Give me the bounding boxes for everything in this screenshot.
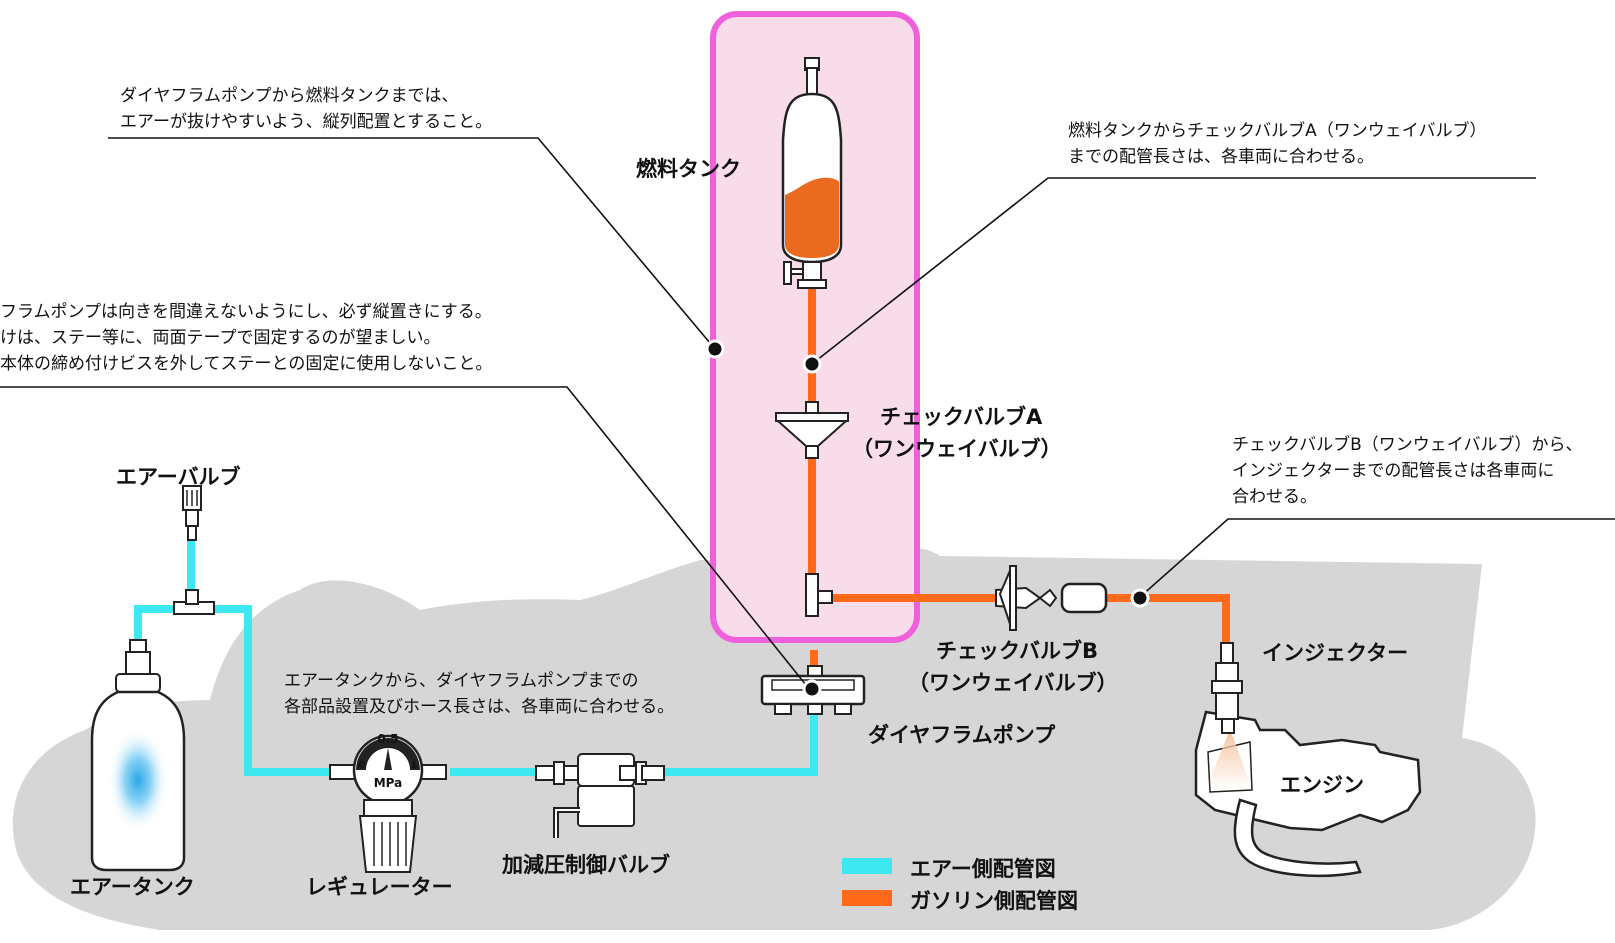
label-diaphragm-pump: ダイヤフラムポンプ	[868, 723, 1056, 747]
leader-lines	[0, 137, 1615, 691]
regulator-icon	[329, 734, 447, 873]
air-t-joint-icon	[173, 589, 215, 615]
gauge-max-label: 0.5	[377, 732, 398, 746]
note-vertical-layout-1: ダイヤフラムポンプから燃料タンクまでは、	[120, 86, 458, 106]
label-check-valve-b: チェックバルブB	[936, 639, 1098, 663]
air-valve-icon	[182, 485, 202, 541]
legend-air-swatch	[842, 858, 892, 874]
gauge-one-label: 1	[411, 760, 418, 771]
air-tank-icon	[90, 639, 186, 872]
legend-gasoline-swatch	[842, 890, 892, 906]
note-pump-mount-3: 本体の締め付けビスを外してステーとの固定に使用しないこと。	[0, 353, 492, 374]
label-air-tank: エアータンク	[70, 875, 195, 899]
fuel-tank-icon	[781, 57, 843, 289]
note-pipe-b-1: チェックバルブB（ワンウェイバルブ）から、	[1232, 434, 1582, 455]
gasoline-pipe	[808, 285, 1230, 675]
note-pipe-b-3: 合わせる。	[1232, 487, 1317, 507]
note-pipe-a-1: 燃料タンクからチェックバルブA（ワンウェイバルブ）	[1068, 120, 1486, 141]
leader-dots	[705, 339, 1150, 699]
note-air-side-1: エアータンクから、ダイヤフラムポンプまでの	[284, 671, 638, 691]
gauge-unit-label: MPa	[374, 776, 403, 790]
injector-icon	[1206, 642, 1252, 790]
label-injector: インジェクター	[1262, 641, 1408, 665]
legend-air-label: エアー側配管図	[910, 857, 1056, 881]
note-pump-mount-1: フラムポンプは向きを間違えないようにし、必ず縦置きにする。	[0, 302, 492, 322]
note-pipe-a-2: までの配管長さは、各車両に合わせる。	[1068, 147, 1374, 167]
label-fuel-tank: 燃料タンク	[636, 157, 741, 181]
label-check-valve-a: チェックバルブA	[880, 405, 1043, 429]
label-check-valve-a-sub: （ワンウェイバルブ）	[852, 437, 1062, 461]
air-pipe	[134, 540, 818, 776]
label-air-valve: エアーバルブ	[116, 465, 241, 489]
legend-gasoline-label: ガソリン側配管図	[910, 889, 1078, 913]
label-engine: エンジン	[1280, 773, 1364, 797]
check-valve-a-icon	[775, 401, 849, 459]
label-check-valve-b-sub: （ワンウェイバルブ）	[908, 671, 1118, 695]
note-vertical-layout-2: エアーが抜けやすいよう、縦列配置とすること。	[120, 112, 492, 132]
label-regulator: レギュレーター	[306, 875, 453, 899]
label-pressure-valve: 加減圧制御バルブ	[501, 853, 670, 877]
gauge-zero-label: 0	[359, 760, 366, 771]
note-air-side-2: 各部品設置及びホース長さは、各車両に合わせる。	[284, 697, 674, 717]
t-joint-icon	[805, 573, 833, 617]
check-valve-b-icon	[995, 565, 1108, 631]
pressure-control-valve-icon	[535, 753, 665, 838]
note-pipe-b-2: インジェクターまでの配管長さは各車両に	[1232, 461, 1554, 481]
note-pump-mount-2: けは、ステー等に、両面テープで固定するのが望ましい。	[0, 328, 440, 348]
